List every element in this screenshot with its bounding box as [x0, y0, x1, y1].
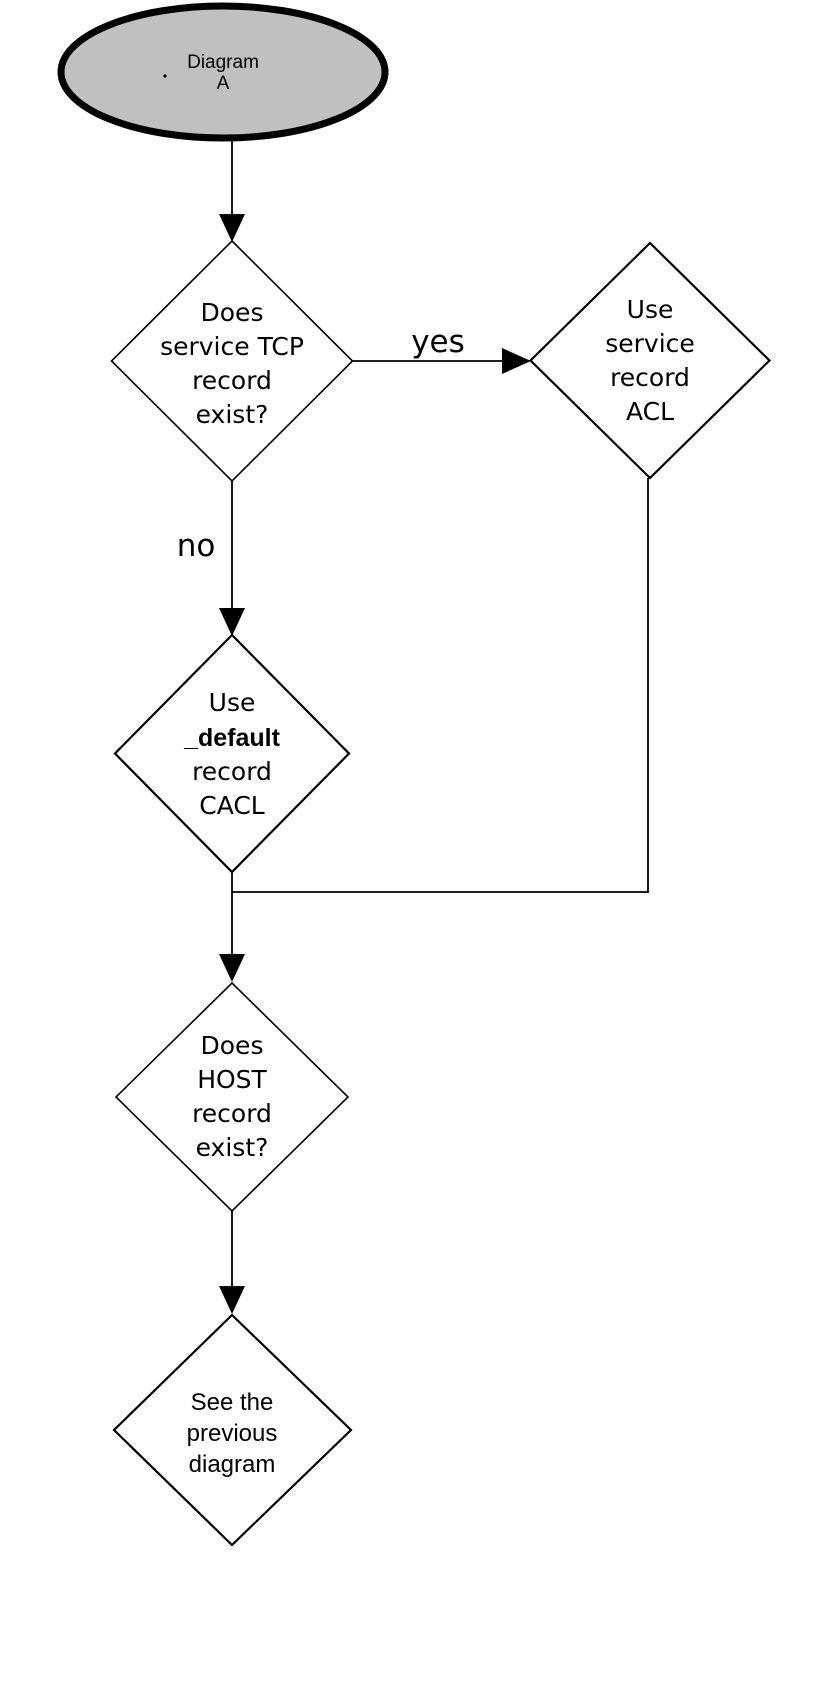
edge-acl-branch-to-junction	[232, 478, 649, 893]
start-ellipse	[57, 2, 389, 142]
diamond-shape	[114, 981, 350, 1213]
node-label-line1: Use	[627, 295, 674, 324]
edge-label-yes: yes	[411, 324, 465, 360]
node-label-line2: previous	[187, 1420, 278, 1447]
node-label-line1: Does	[201, 298, 264, 327]
node-label-line3: record	[192, 757, 272, 786]
node-label-line3: record	[192, 1099, 272, 1128]
edge-start-to-service-tcp	[219, 140, 245, 242]
diamond-shape	[110, 239, 354, 483]
edge-junction-to-host-record	[219, 872, 245, 982]
decision-host-record: Does HOST record exist?	[114, 981, 350, 1213]
arrowhead-down-icon	[219, 214, 245, 242]
node-label-line2: HOST	[197, 1065, 267, 1094]
node-label-line4: ACL	[626, 397, 674, 426]
node-see-previous-diagram: See the previous diagram	[112, 1313, 353, 1547]
arrowhead-right-icon	[502, 348, 531, 374]
start-label-line1: Diagram	[187, 52, 259, 73]
node-label-line2: _default	[183, 724, 281, 752]
node-label-line3: record	[192, 366, 272, 395]
node-label-line4: CACL	[199, 791, 265, 820]
edge-host-to-see-previous	[219, 1211, 245, 1314]
node-label-line4: exist?	[196, 1133, 269, 1162]
edge-label-no: no	[177, 528, 216, 564]
diamond-shape	[528, 241, 772, 480]
node-label-line4: exist?	[196, 400, 269, 429]
node-use-service-record-acl: Use service record ACL	[528, 241, 772, 480]
arrowhead-down-icon	[219, 954, 245, 982]
edge-yes-to-service-record-acl: yes	[353, 324, 531, 374]
start-label-line2: A	[217, 73, 230, 94]
node-label-line1: See the	[191, 1389, 274, 1416]
node-label-line3: diagram	[189, 1451, 276, 1478]
start-node: Diagram A	[57, 2, 389, 142]
decision-service-tcp: Does service TCP record exist?	[110, 239, 354, 483]
node-label-line2: service TCP	[160, 332, 304, 361]
arrowhead-down-icon	[219, 608, 245, 636]
diamond-shape	[112, 1313, 353, 1547]
stray-dot	[163, 74, 167, 78]
node-label-line1: Use	[209, 688, 256, 717]
arrowhead-down-icon	[219, 1286, 245, 1314]
node-label-line1: Does	[201, 1031, 264, 1060]
edge-line	[232, 478, 649, 893]
node-label-line2: service	[605, 329, 695, 358]
node-use-default-record-cacl: Use _default record CACL	[113, 633, 351, 874]
edge-no-to-default-cacl: no	[177, 481, 245, 636]
node-label-line3: record	[610, 363, 690, 392]
diamond-shape	[113, 633, 351, 874]
